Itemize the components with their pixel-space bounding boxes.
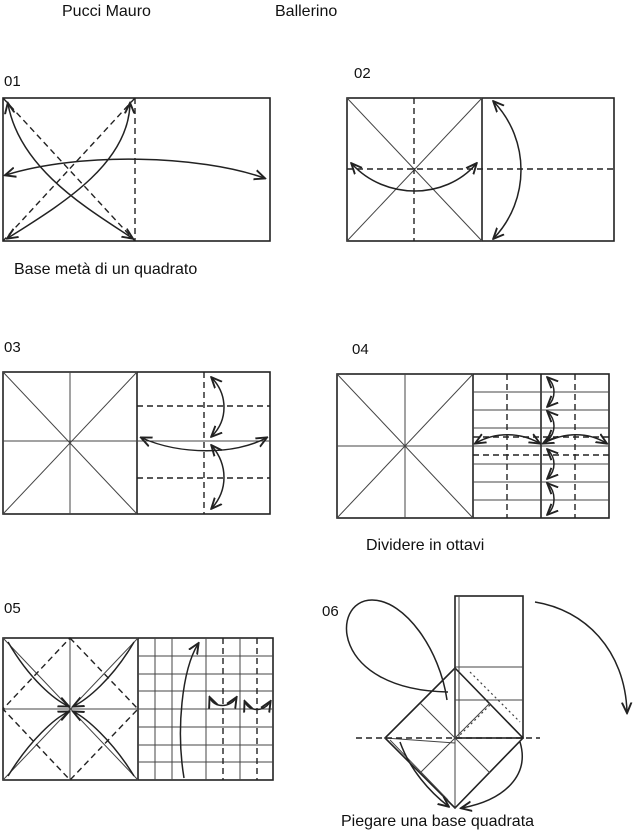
step-03-diagram: [2, 371, 271, 515]
step-01-diagram: [2, 97, 271, 242]
step-number-01: 01: [4, 73, 21, 90]
step-caption-04: Dividere in ottavi: [366, 537, 485, 554]
model-title: Ballerino: [275, 3, 338, 20]
step-02-diagram: [346, 97, 615, 242]
fold-arrow: [476, 435, 539, 443]
fold-arrow: [494, 102, 522, 238]
step-number-03: 03: [4, 339, 21, 356]
fold-arrow: [245, 702, 270, 710]
fold-arrow: [74, 641, 135, 706]
fold-arrow: [352, 164, 476, 192]
step-number-06: 06: [322, 603, 339, 620]
fold-arrow: [548, 412, 554, 440]
fold-arrow: [8, 104, 130, 238]
fold-arrow: [399, 741, 448, 806]
step-number-05: 05: [4, 600, 21, 617]
step-06-diagram: [345, 595, 627, 808]
fold-arrow: [548, 484, 554, 514]
step-04-diagram: [336, 373, 610, 519]
fold-arrow: [548, 378, 554, 406]
author-name: Pucci Mauro: [62, 3, 151, 20]
fold-arrow: [462, 741, 523, 808]
fold-arrow: [179, 644, 198, 779]
fold-arrow: [210, 698, 236, 706]
step-number-02: 02: [354, 65, 371, 82]
fold-arrow: [6, 158, 264, 178]
fold-arrow: [534, 601, 627, 712]
step-caption-01: Base metà di un quadrato: [14, 261, 198, 278]
fold-arrow: [212, 446, 225, 508]
fold-arrow: [74, 712, 135, 777]
fold-arrow: [548, 450, 554, 478]
step-number-04: 04: [352, 341, 369, 358]
fold-arrow: [7, 641, 68, 706]
step-caption-06: Piegare una base quadrata: [341, 813, 535, 830]
fold-arrow: [142, 438, 266, 452]
fold-arrow: [212, 378, 225, 436]
step-05-diagram: [2, 636, 274, 782]
fold-arrow: [345, 599, 449, 701]
fold-arrow: [7, 712, 68, 777]
